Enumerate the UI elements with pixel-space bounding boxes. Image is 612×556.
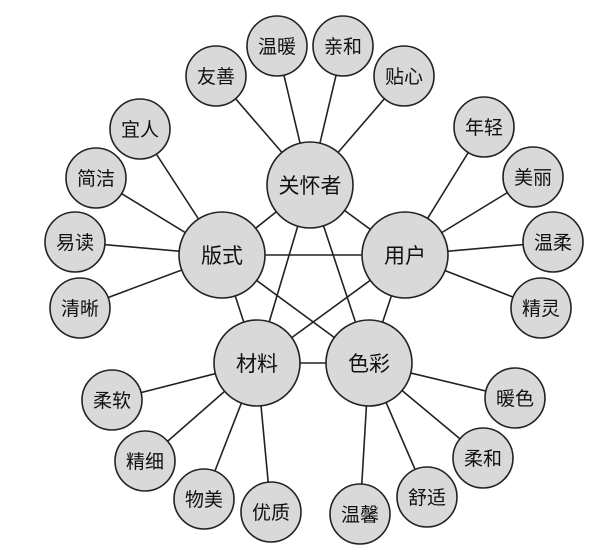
node-nianqing-label: 年轻 — [465, 117, 503, 139]
node-youshan: 友善 — [185, 45, 247, 107]
node-secai: 色彩 — [325, 319, 413, 407]
node-yiren: 宜人 — [109, 98, 171, 160]
node-jingling: 精灵 — [510, 277, 572, 339]
node-cailiao: 材料 — [213, 319, 301, 407]
node-shushi-label: 舒适 — [408, 487, 446, 509]
node-banshi: 版式 — [178, 211, 266, 299]
node-yonghu: 用户 — [361, 211, 449, 299]
node-nuanse: 暖色 — [484, 367, 546, 429]
node-tiexin: 贴心 — [373, 45, 435, 107]
node-rouruan: 柔软 — [81, 369, 143, 431]
node-wenxin: 温馨 — [329, 483, 391, 545]
node-jingling-label: 精灵 — [522, 298, 560, 320]
node-jianjie-label: 简洁 — [77, 168, 115, 190]
node-yidu-label: 易读 — [56, 232, 94, 254]
node-youzhi: 优质 — [240, 481, 302, 543]
node-wennuan-label: 温暖 — [258, 36, 296, 58]
node-qinhe-label: 亲和 — [324, 36, 362, 58]
node-guanhuaizhe-label: 关怀者 — [279, 174, 342, 198]
node-qingxi-label: 清晰 — [61, 298, 99, 320]
node-yidu: 易读 — [44, 211, 106, 273]
node-shushi: 舒适 — [396, 466, 458, 528]
node-qingxi: 清晰 — [49, 277, 111, 339]
node-cailiao-label: 材料 — [236, 352, 278, 376]
node-youshan-label: 友善 — [197, 66, 235, 88]
node-jingxi: 精细 — [114, 430, 176, 492]
node-guanhuaizhe: 关怀者 — [266, 141, 354, 229]
node-secai-label: 色彩 — [348, 352, 390, 376]
node-meili: 美丽 — [502, 146, 564, 208]
node-qinhe: 亲和 — [312, 15, 374, 77]
node-wenxin-label: 温馨 — [341, 504, 379, 526]
node-youzhi-label: 优质 — [252, 502, 290, 524]
node-wumei-label: 物美 — [185, 489, 223, 511]
node-rouhe-label: 柔和 — [464, 448, 502, 470]
node-rouhe: 柔和 — [452, 427, 514, 489]
node-nuanse-label: 暖色 — [496, 388, 534, 410]
node-jingxi-label: 精细 — [126, 451, 164, 473]
node-jianjie: 简洁 — [65, 147, 127, 209]
node-meili-label: 美丽 — [514, 167, 552, 189]
node-yiren-label: 宜人 — [121, 119, 159, 141]
node-banshi-label: 版式 — [201, 244, 243, 268]
node-tiexin-label: 贴心 — [385, 66, 423, 88]
node-wennuan: 温暖 — [246, 15, 308, 77]
node-wenrou: 温柔 — [522, 211, 584, 273]
node-rouruan-label: 柔软 — [93, 390, 131, 412]
node-wumei: 物美 — [173, 468, 235, 530]
node-yonghu-label: 用户 — [384, 244, 426, 268]
node-wenrou-label: 温柔 — [534, 232, 572, 254]
node-nianqing: 年轻 — [453, 96, 515, 158]
